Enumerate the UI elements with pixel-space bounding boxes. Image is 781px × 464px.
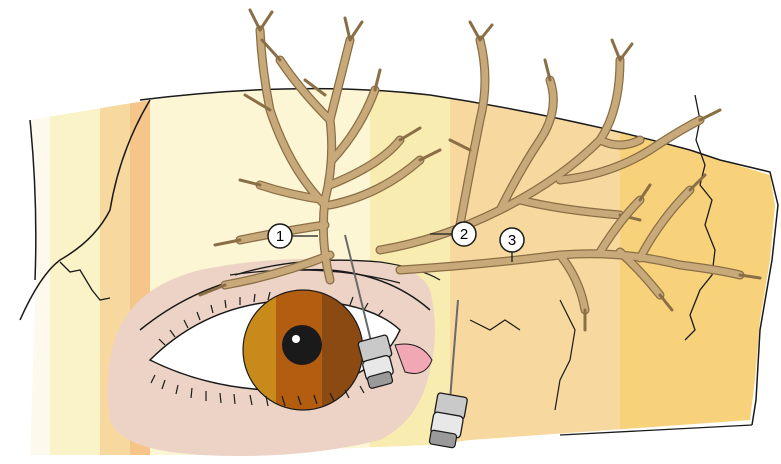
label-1-text: 1: [276, 228, 284, 245]
label-3-text: 3: [508, 232, 516, 249]
pupil: [282, 325, 322, 365]
label-2-text: 2: [460, 226, 468, 243]
